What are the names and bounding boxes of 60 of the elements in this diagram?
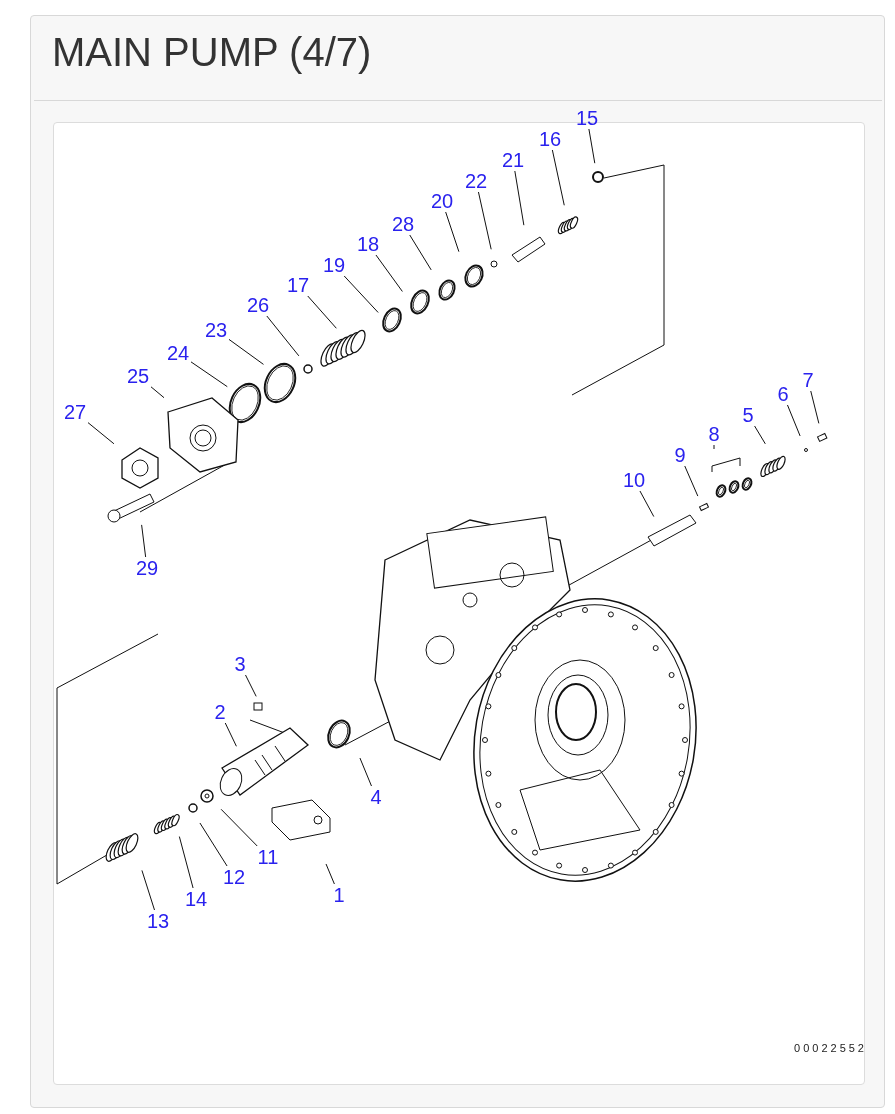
leader-line bbox=[307, 295, 337, 329]
leader-line bbox=[810, 390, 820, 424]
leader-line bbox=[245, 674, 257, 697]
leader-line bbox=[220, 808, 258, 847]
leader-line bbox=[514, 170, 525, 226]
leader-line bbox=[787, 404, 801, 437]
callout-number: 3 bbox=[227, 653, 253, 675]
leader-line bbox=[228, 338, 264, 365]
leader-line bbox=[224, 722, 237, 747]
leader-line bbox=[445, 211, 460, 253]
callout-number: 27 bbox=[62, 401, 88, 423]
leader-line bbox=[754, 425, 766, 445]
leader-line bbox=[359, 757, 372, 787]
leader-line bbox=[150, 386, 165, 399]
leader-line bbox=[141, 524, 147, 558]
callout-number: 12 bbox=[221, 866, 247, 888]
callout-number: 25 bbox=[125, 365, 151, 387]
leader-line bbox=[409, 234, 432, 271]
leader-line bbox=[684, 465, 699, 497]
callout-number: 16 bbox=[537, 128, 563, 150]
callout-number: 24 bbox=[165, 342, 191, 364]
leader-line bbox=[343, 275, 379, 313]
callout-number: 23 bbox=[203, 319, 229, 341]
callout-number: 6 bbox=[770, 383, 796, 405]
leader-line bbox=[190, 361, 228, 388]
callout-number: 4 bbox=[363, 786, 389, 808]
callout-number: 17 bbox=[285, 274, 311, 296]
leader-line bbox=[588, 128, 596, 164]
callout-number: 8 bbox=[701, 423, 727, 445]
callout-number: 21 bbox=[500, 149, 526, 171]
leader-line bbox=[266, 315, 300, 357]
leader-line bbox=[551, 149, 565, 206]
callout-number: 9 bbox=[667, 444, 693, 466]
callout-number: 10 bbox=[621, 469, 647, 491]
callout-number: 5 bbox=[735, 404, 761, 426]
callout-number: 19 bbox=[321, 254, 347, 276]
callout-number: 7 bbox=[795, 369, 821, 391]
callout-number: 13 bbox=[145, 910, 171, 932]
leader-line bbox=[199, 822, 228, 867]
callout-number: 26 bbox=[245, 294, 271, 316]
callout-number: 11 bbox=[255, 846, 281, 868]
callout-number: 29 bbox=[134, 557, 160, 579]
drawing-number: 00022552 bbox=[794, 1041, 867, 1056]
leader-line bbox=[713, 444, 715, 450]
leader-line bbox=[325, 863, 335, 885]
leader-line bbox=[375, 254, 403, 292]
leader-line bbox=[141, 869, 155, 911]
callout-number: 28 bbox=[390, 213, 416, 235]
callout-number: 22 bbox=[463, 170, 489, 192]
leader-line bbox=[87, 422, 115, 445]
leader-line bbox=[477, 191, 492, 250]
callout-number: 14 bbox=[183, 888, 209, 910]
callout-number: 1 bbox=[326, 884, 352, 906]
leader-line bbox=[639, 490, 655, 518]
leader-line bbox=[178, 836, 194, 889]
callout-number: 20 bbox=[429, 190, 455, 212]
callout-number: 18 bbox=[355, 233, 381, 255]
callout-number: 2 bbox=[207, 701, 233, 723]
title: MAIN PUMP (4/7) bbox=[52, 29, 372, 76]
callout-number: 15 bbox=[574, 107, 600, 129]
